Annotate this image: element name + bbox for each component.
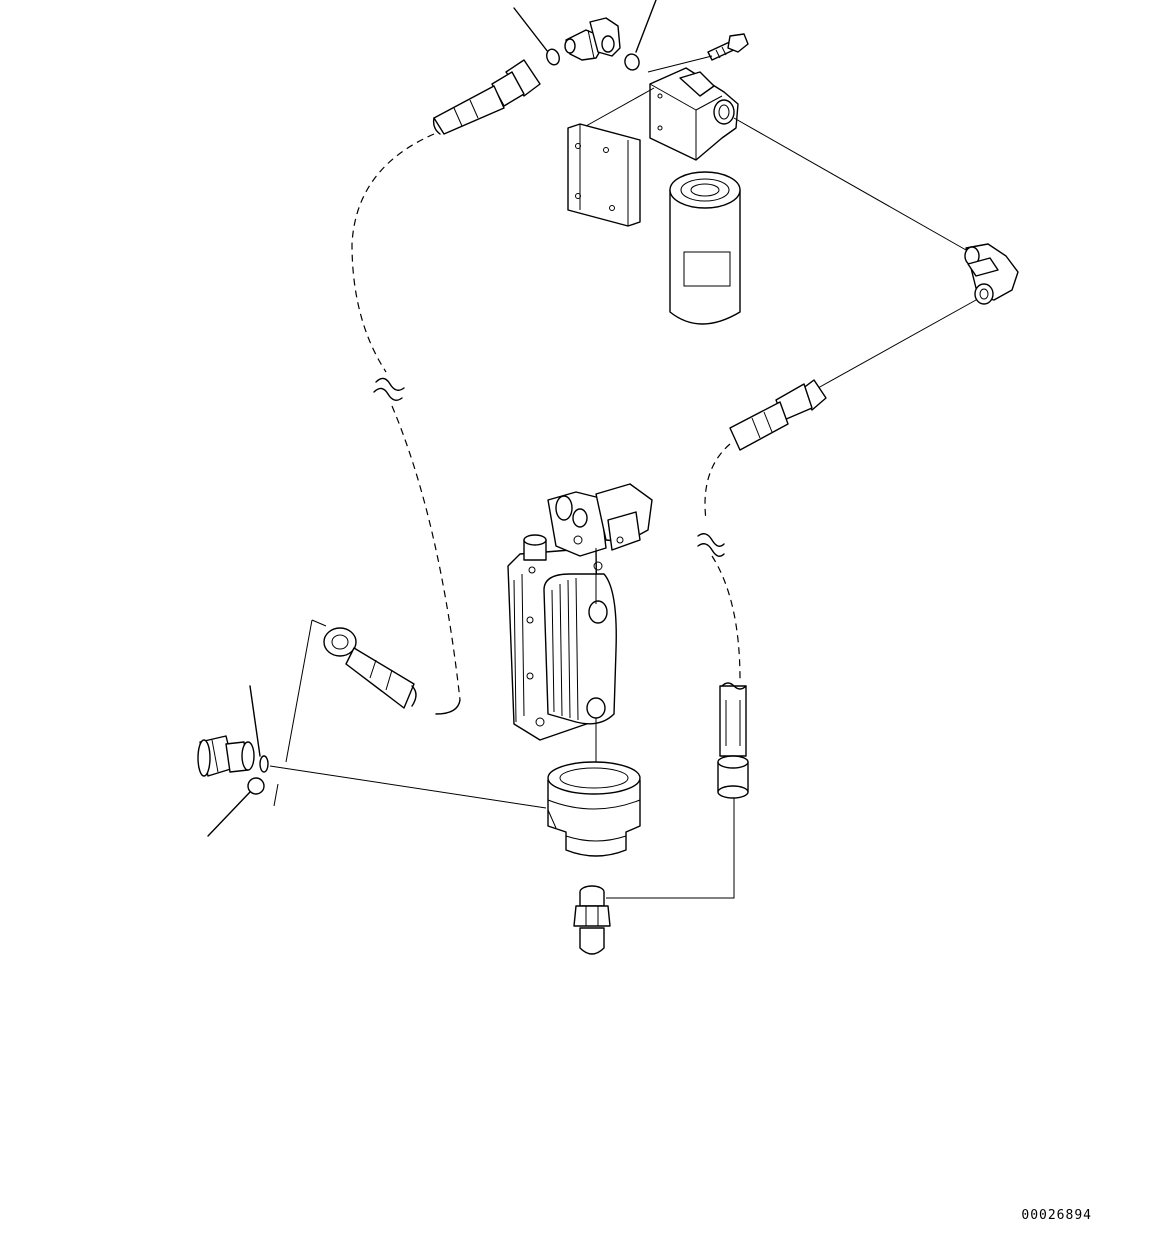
top-elbow-fitting [565, 18, 620, 60]
left-hose-upper-fitting [434, 60, 540, 134]
drawing-number: 00026894 [1021, 1208, 1092, 1223]
top-left-o-ring [545, 47, 562, 66]
left-upper-o-ring [260, 756, 268, 772]
bottom-connector-fitting [574, 886, 610, 954]
top-right-o-ring [623, 52, 641, 71]
left-hose-lower-fitting [324, 628, 416, 708]
filter-head-block [650, 68, 738, 160]
oil-cooler-assembly [508, 484, 652, 762]
right-elbow-fitting [965, 244, 1018, 304]
left-lower-callout-leader [208, 792, 250, 836]
right-hose-upper-fitting [730, 380, 826, 450]
filter-cartridge [670, 172, 740, 324]
left-adapter-fitting [198, 736, 254, 776]
left-hose [352, 134, 460, 714]
mounting-bolt [708, 34, 748, 60]
left-lower-o-ring [248, 778, 264, 794]
right-hose [698, 444, 740, 680]
top-right-callout-leader [636, 0, 656, 52]
right-hose-lower-fitting [718, 683, 748, 798]
top-left-callout-leader [514, 8, 548, 52]
mounting-plate [568, 88, 654, 226]
left-upper-callout-leader [250, 686, 260, 756]
filter-housing-bowl [548, 762, 640, 856]
